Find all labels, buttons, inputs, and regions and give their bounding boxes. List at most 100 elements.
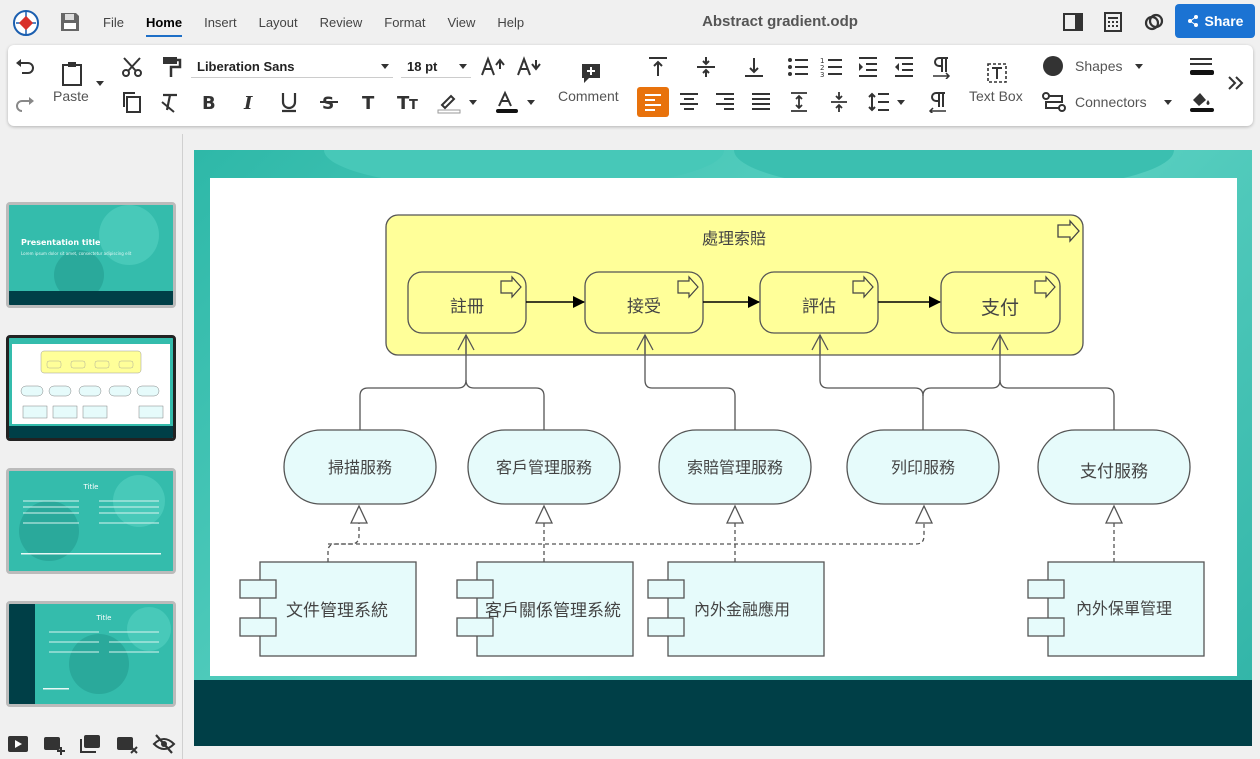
numbering-icon[interactable]: 123: [820, 55, 844, 79]
line-style-icon[interactable]: [1188, 55, 1216, 77]
font-name-select[interactable]: Liberation Sans: [191, 56, 393, 78]
justify-icon[interactable]: [750, 91, 772, 113]
format-painter-icon[interactable]: [160, 55, 182, 79]
text-box-label[interactable]: Text Box: [969, 88, 1023, 104]
svg-text:I: I: [243, 93, 253, 114]
svg-text:T: T: [409, 98, 418, 113]
spacing-decrease-icon[interactable]: [828, 91, 850, 113]
highlight-color-icon[interactable]: [436, 90, 466, 114]
more-options-icon[interactable]: [1226, 73, 1246, 93]
shrink-font-icon[interactable]: [516, 55, 542, 79]
component-node[interactable]: 內外金融應用: [647, 561, 825, 657]
copy-icon[interactable]: [120, 90, 144, 114]
comment-label[interactable]: Comment: [558, 88, 619, 104]
shadow-text-icon[interactable]: T: [358, 90, 380, 114]
hide-slide-icon[interactable]: [152, 732, 176, 756]
align-top-icon[interactable]: [646, 55, 670, 79]
font-size-select[interactable]: 18 pt: [401, 56, 471, 78]
share-button[interactable]: Share: [1175, 4, 1255, 38]
duplicate-slide-icon[interactable]: [78, 732, 102, 756]
service-node[interactable]: 支付服務: [1037, 429, 1191, 505]
align-left-button[interactable]: [637, 87, 669, 117]
strikethrough-icon[interactable]: S: [318, 90, 340, 114]
save-icon[interactable]: [58, 10, 82, 34]
menu-review[interactable]: Review: [319, 14, 363, 30]
menu-layout[interactable]: Layout: [258, 14, 298, 30]
paragraph-rtl-icon[interactable]: [927, 91, 949, 113]
component-node[interactable]: 內外保單管理: [1027, 561, 1205, 657]
shapes-caret[interactable]: [1135, 64, 1143, 69]
increase-indent-icon[interactable]: [856, 55, 880, 79]
service-node[interactable]: 掃描服務: [283, 429, 437, 505]
font-color-icon[interactable]: [494, 90, 522, 114]
font-name-value: Liberation Sans: [197, 59, 295, 74]
service-node[interactable]: 列印服務: [846, 429, 1000, 505]
connectors-icon[interactable]: [1042, 91, 1066, 113]
fill-color-icon[interactable]: [1188, 91, 1216, 113]
process-container[interactable]: [385, 214, 1084, 356]
component-node[interactable]: 客戶關係管理系統: [456, 561, 634, 657]
menu-view[interactable]: View: [447, 14, 476, 30]
redo-icon[interactable]: [13, 89, 37, 113]
text-box-icon[interactable]: [986, 62, 1008, 84]
shapes-label[interactable]: Shapes: [1075, 58, 1123, 74]
menu-format[interactable]: Format: [384, 14, 426, 30]
serving-connectors[interactable]: [359, 333, 1115, 430]
archimate-diagram[interactable]: 處理索賠 註冊 接受 評估 支付: [210, 178, 1237, 676]
play-slideshow-icon[interactable]: [6, 732, 30, 756]
paste-dropdown-caret[interactable]: [96, 81, 104, 86]
component-node[interactable]: 文件管理系統: [239, 561, 417, 657]
comment-icon[interactable]: [580, 61, 602, 85]
cut-icon[interactable]: [120, 55, 144, 79]
font-color-dropdown-caret[interactable]: [527, 100, 535, 105]
step-box[interactable]: 評估: [759, 271, 879, 334]
italic-icon[interactable]: I: [238, 90, 260, 114]
menu-insert[interactable]: Insert: [204, 14, 237, 30]
slide-thumbnail-2[interactable]: [6, 335, 176, 441]
align-center-icon[interactable]: [678, 91, 700, 113]
underline-icon[interactable]: [278, 90, 300, 114]
menu-home[interactable]: Home: [135, 15, 193, 37]
clear-formatting-icon[interactable]: [158, 90, 182, 114]
paragraph-ltr-icon[interactable]: [929, 55, 953, 79]
shapes-icon[interactable]: [1042, 55, 1064, 77]
decrease-indent-icon[interactable]: [892, 55, 916, 79]
service-node[interactable]: 索賠管理服務: [658, 429, 812, 505]
connectors-caret[interactable]: [1164, 100, 1172, 105]
align-right-icon[interactable]: [714, 91, 736, 113]
delete-slide-icon[interactable]: [115, 732, 139, 756]
undo-icon[interactable]: [13, 55, 37, 79]
app-logo-icon[interactable]: [12, 9, 40, 37]
paste-icon[interactable]: [60, 61, 84, 87]
line-spacing-icon[interactable]: [868, 91, 890, 113]
bullets-icon[interactable]: [786, 55, 810, 79]
calculator-icon[interactable]: [1102, 11, 1124, 33]
step-box[interactable]: 接受: [584, 271, 704, 334]
center-vertically-icon[interactable]: [694, 55, 718, 79]
diagram-area[interactable]: 處理索賠 註冊 接受 評估 支付: [210, 178, 1237, 676]
service-node[interactable]: 客戶管理服務: [467, 429, 621, 505]
step-arrow-icon: [677, 275, 699, 299]
document-title[interactable]: Abstract gradient.odp: [702, 13, 858, 30]
spacing-increase-icon[interactable]: [788, 91, 810, 113]
sidebar-toggle-icon[interactable]: [1062, 11, 1084, 33]
slide-thumbnail-4[interactable]: Title: [6, 601, 176, 707]
grow-font-icon[interactable]: [480, 55, 506, 79]
hyperlink-icon[interactable]: [1143, 11, 1165, 33]
highlight-dropdown-caret[interactable]: [469, 100, 477, 105]
slide-canvas[interactable]: 處理索賠 註冊 接受 評估 支付: [194, 150, 1252, 746]
bold-icon[interactable]: B: [198, 90, 220, 114]
paste-label[interactable]: Paste: [53, 88, 89, 104]
step-box[interactable]: 註冊: [407, 271, 527, 334]
menu-help[interactable]: Help: [497, 14, 525, 30]
slide-thumbnail-3[interactable]: Title: [6, 468, 176, 574]
realization-connectors[interactable]: [327, 522, 1115, 562]
menu-file[interactable]: File: [103, 14, 124, 30]
line-spacing-caret[interactable]: [897, 100, 905, 105]
slide-thumbnail-1[interactable]: Presentation title Lorem ipsum dolor sit…: [6, 202, 176, 308]
new-slide-icon[interactable]: [42, 732, 66, 756]
connectors-label[interactable]: Connectors: [1075, 94, 1147, 110]
step-box[interactable]: 支付: [940, 271, 1061, 334]
align-bottom-icon[interactable]: [742, 55, 766, 79]
